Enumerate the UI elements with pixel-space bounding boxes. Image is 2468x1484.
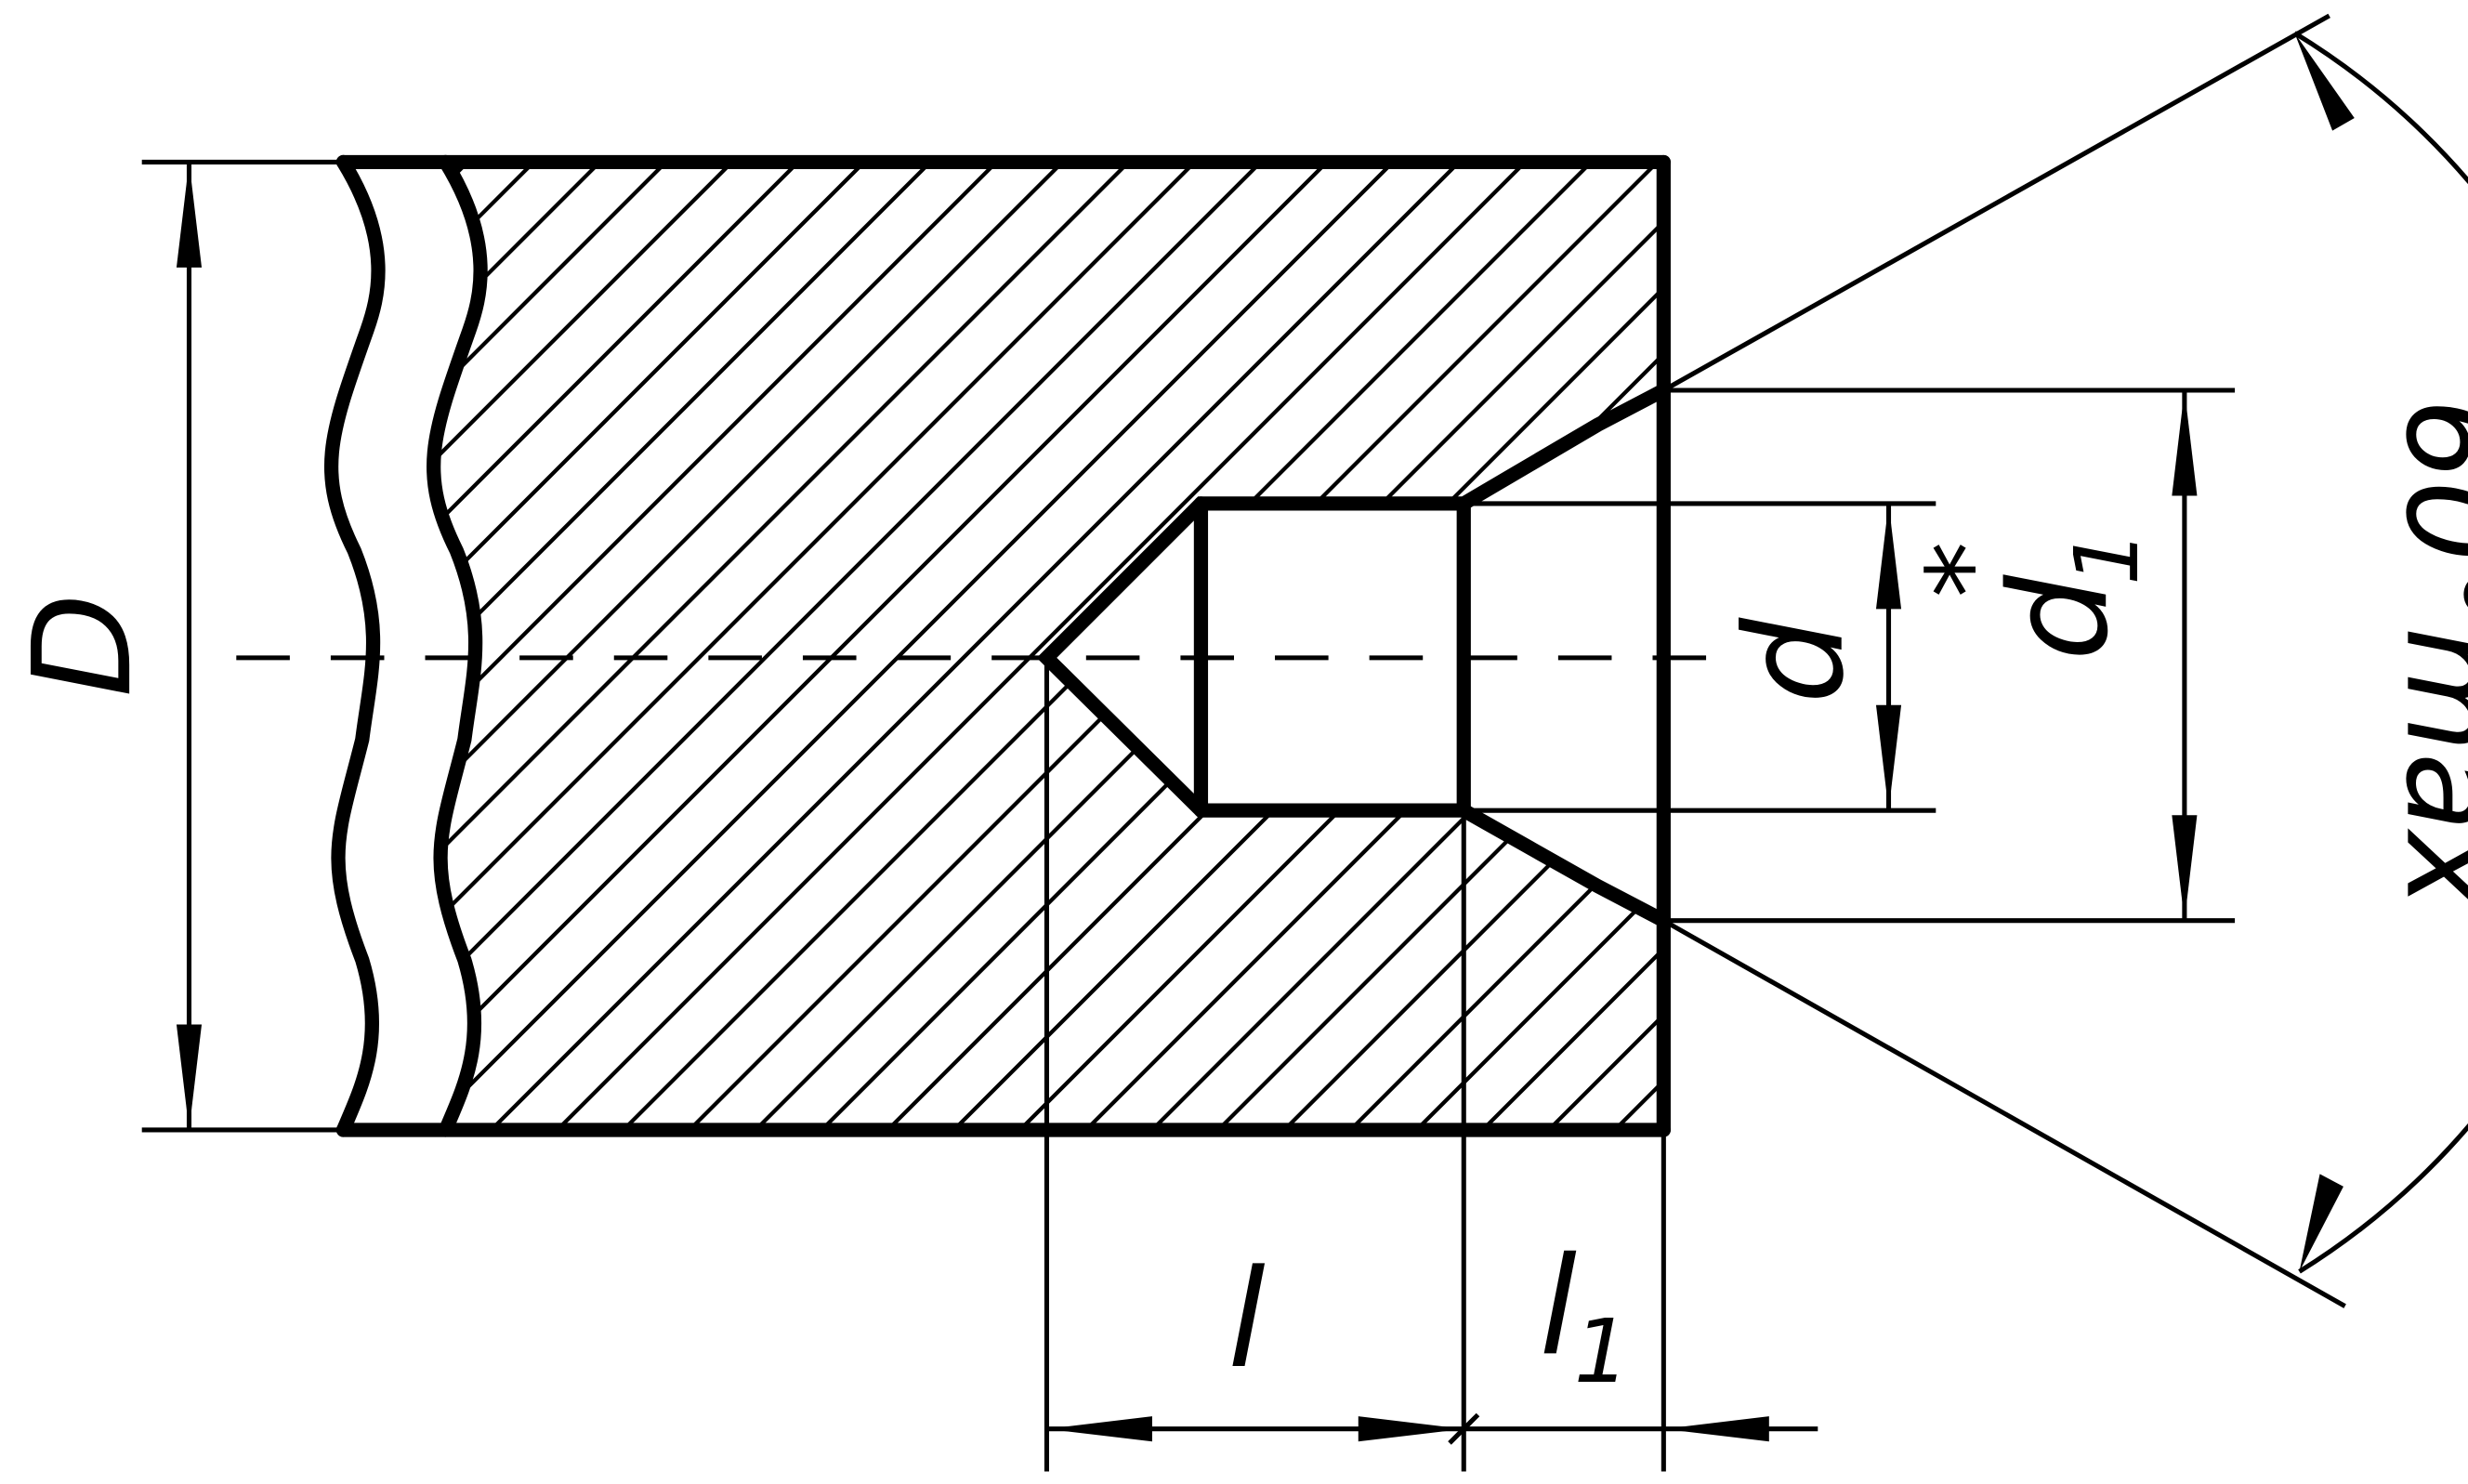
- hatch-line: [433, 162, 1201, 1130]
- label-l1: l 1: [1540, 1228, 1631, 1402]
- label-angle: 60°max: [2377, 398, 2468, 909]
- hatch-line: [433, 162, 474, 1130]
- hatch-line: [467, 162, 1664, 1130]
- hatch-line: [1062, 162, 1664, 1130]
- hatch-line: [433, 162, 871, 1130]
- svg-text:l: l: [1540, 1228, 1577, 1386]
- hatch-line: [433, 162, 607, 1130]
- hatch-line: [433, 162, 1465, 1130]
- hatch-line: [930, 162, 1664, 1130]
- hatch-line: [433, 162, 1003, 1130]
- hatch-line: [433, 162, 1531, 1130]
- hatch-line: [1393, 162, 1664, 1130]
- hatch-line: [433, 162, 1333, 1130]
- hatch-line: [433, 162, 805, 1130]
- hatch-line: [1260, 162, 1664, 1130]
- section-hatching: [433, 157, 2468, 1416]
- hatch-line: [533, 162, 1664, 1130]
- label-d: d: [1717, 617, 1874, 704]
- hatch-line: [1591, 162, 1664, 1130]
- svg-text:1: 1: [1574, 1301, 1630, 1403]
- hatch-line: [731, 162, 1664, 1130]
- hatch-line: [433, 162, 1664, 1130]
- hatch-line: [433, 162, 1136, 1130]
- hatch-line: [433, 162, 1598, 1130]
- hatch-line: [433, 162, 1399, 1130]
- hatch-line: [1725, 157, 2468, 1416]
- dimension-d: [1464, 501, 1936, 813]
- hatch-line: [599, 162, 1664, 1130]
- hatch-line: [798, 162, 1664, 1130]
- label-D: D: [5, 593, 162, 697]
- break-line-outer: [323, 154, 386, 1137]
- hatch-line: [433, 162, 739, 1130]
- svg-text:*: *: [1903, 542, 2035, 598]
- dimension-d1: [1663, 387, 2236, 924]
- label-l: l: [1227, 1241, 1265, 1399]
- hatch-line: [433, 162, 1069, 1130]
- hatch-line: [1327, 162, 1664, 1130]
- hatch-line: [433, 162, 937, 1130]
- dimension-l: [1044, 657, 1818, 1472]
- part-outline: [323, 154, 1671, 1137]
- label-d1: d 1 *: [1903, 530, 2159, 662]
- dimension-D: [141, 159, 344, 1133]
- hatch-line: [1194, 162, 1664, 1130]
- svg-text:1: 1: [2056, 530, 2159, 585]
- break-line-inner: [427, 154, 488, 1137]
- hatch-line: [433, 162, 1267, 1130]
- hatch-line: [1657, 162, 1664, 1130]
- svg-text:d: d: [1981, 573, 2138, 661]
- hatch-line: [864, 162, 1664, 1130]
- hatch-line: [1128, 162, 1664, 1130]
- dimension-angle: [1662, 13, 2468, 1308]
